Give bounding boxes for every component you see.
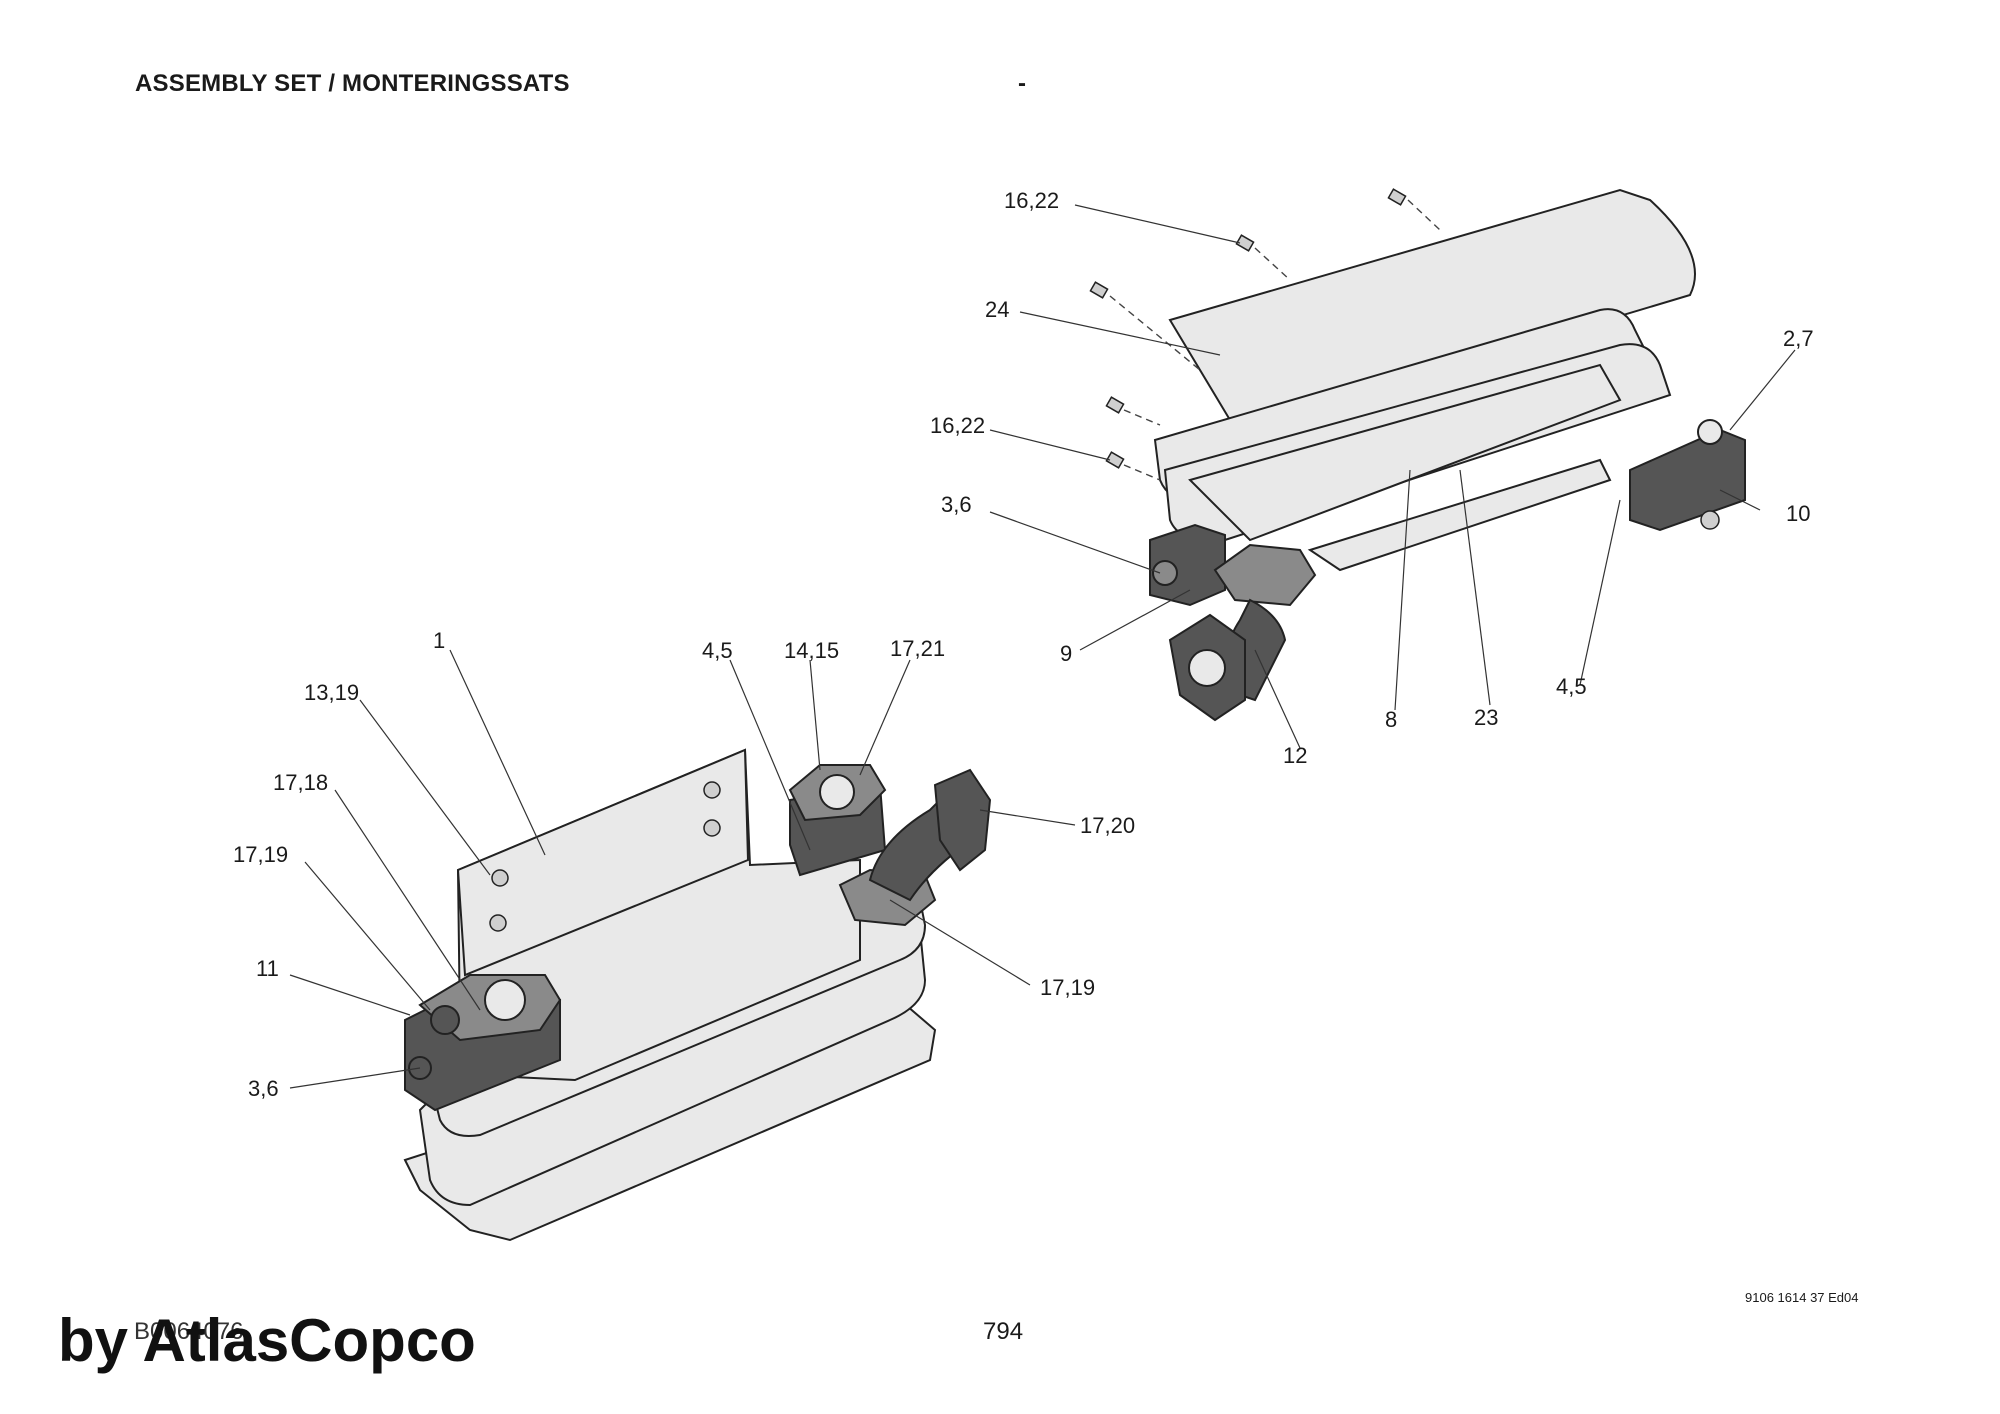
left-nut (430, 1005, 460, 1035)
callout-2-7: 2,7 (1783, 326, 1814, 351)
callout-3-6-right: 3,6 (941, 492, 972, 517)
plate-bolt (491, 869, 509, 887)
vertical-flange (456, 748, 750, 977)
callout-16-22-mid: 16,22 (930, 413, 985, 438)
callout-23: 23 (1474, 705, 1498, 730)
frame-screw (1105, 396, 1125, 414)
callout-9: 9 (1060, 641, 1072, 666)
page-number: 794 (983, 1318, 1024, 1345)
right-port (819, 774, 855, 810)
cover-plate (1168, 188, 1696, 427)
elbow-port (1188, 649, 1226, 687)
callout-17-18: 17,18 (273, 770, 328, 795)
image-code: B0064076 (134, 1318, 244, 1345)
page-title: ASSEMBLY SET / MONTERINGSSATS (135, 70, 570, 97)
left-port (484, 979, 526, 1021)
header-dash: - (1018, 70, 1026, 97)
callout-17-19-left: 17,19 (233, 842, 288, 867)
upper-left-fitting (1152, 560, 1178, 586)
assembly-line (1123, 409, 1161, 426)
callout-12: 12 (1283, 743, 1307, 768)
callout-3-6-left: 3,6 (248, 1076, 279, 1101)
lower-left-assembly (403, 748, 992, 1242)
elbow-flange (933, 768, 992, 872)
upper-right-block (1629, 428, 1746, 532)
callout-24: 24 (985, 297, 1009, 322)
cover-screw (1387, 188, 1407, 206)
callout-1: 1 (433, 628, 445, 653)
callout-17-19-right: 17,19 (1040, 975, 1095, 1000)
leader-lines (289, 204, 1796, 1089)
plate-bolt (489, 914, 507, 932)
assembly-line (1109, 295, 1201, 371)
bottom-tray (1307, 458, 1612, 572)
upper-left-flange (1213, 543, 1317, 607)
callout-4-5-left: 4,5 (702, 638, 733, 663)
cover-screw (1089, 281, 1109, 299)
plate-bolt (703, 819, 721, 837)
plate-bolt (703, 781, 721, 799)
upper-right-plug (1697, 419, 1723, 445)
upper-right-assembly (1089, 188, 1746, 722)
callout-labels: 1 13,19 17,18 17,19 11 3,6 4,5 14,15 17,… (233, 188, 1814, 1101)
document-number: 9106 1614 37 Ed04 (1745, 1290, 1859, 1305)
callout-17-21: 17,21 (890, 636, 945, 661)
callout-13-19: 13,19 (304, 680, 359, 705)
callout-10: 10 (1786, 501, 1810, 526)
callout-16-22-top: 16,22 (1004, 188, 1059, 213)
brand-watermark: by AtlasCopco (58, 1307, 476, 1374)
callout-14-15: 14,15 (784, 638, 839, 663)
callout-8: 8 (1385, 707, 1397, 732)
assembly-line (1407, 199, 1441, 231)
assembly-line (1123, 464, 1161, 481)
callout-17-20: 17,20 (1080, 813, 1135, 838)
upper-right-bolt (1700, 510, 1720, 530)
callout-11: 11 (256, 956, 279, 981)
frame-screw (1105, 451, 1125, 469)
cover-screw (1235, 234, 1255, 252)
assembly-line (1254, 247, 1291, 281)
inner-plate (1188, 363, 1622, 542)
callout-4-5-right: 4,5 (1556, 674, 1587, 699)
